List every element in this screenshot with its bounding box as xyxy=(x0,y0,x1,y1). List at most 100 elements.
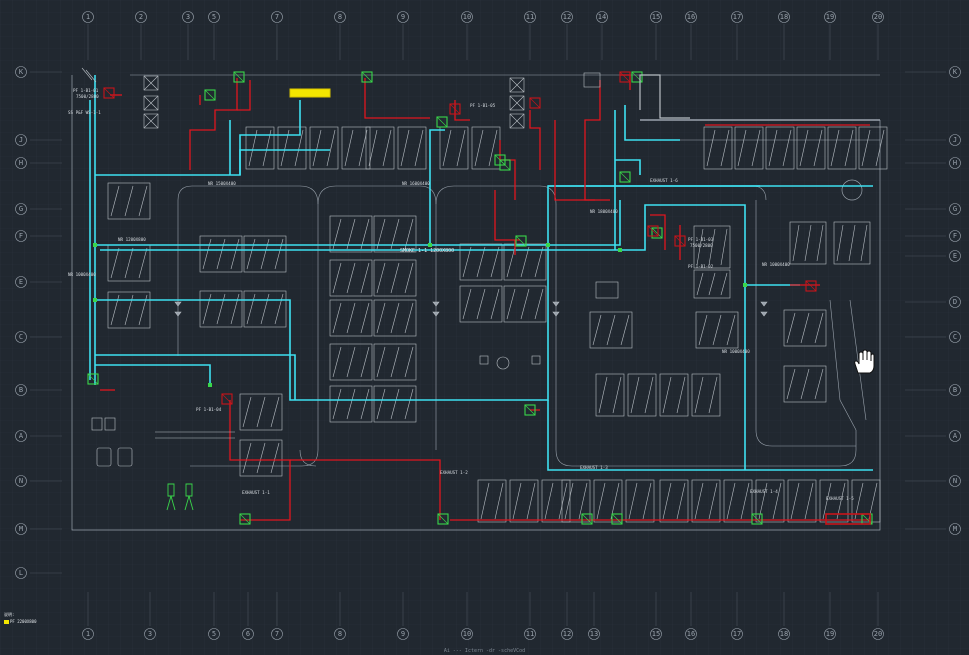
parking-stall xyxy=(755,479,785,523)
parking-stall xyxy=(239,393,283,431)
parking-stall xyxy=(245,126,275,170)
parking-stall xyxy=(329,215,373,253)
fan-unit xyxy=(437,513,449,525)
parking-stall xyxy=(541,479,571,523)
fan-unit xyxy=(436,116,448,128)
parking-stall xyxy=(819,479,849,523)
fan-unit-red xyxy=(674,235,686,247)
damper-marker xyxy=(93,298,97,302)
top-axis-bubble: 19 xyxy=(826,13,834,21)
top-axis-bubble: 2 xyxy=(139,13,143,21)
label-duct-right-1: NR 1000X400 xyxy=(762,262,790,267)
label-ahu-top: PF 1-B1-01 xyxy=(73,88,99,93)
fan-unit xyxy=(651,227,663,239)
left-row-bubble: B xyxy=(19,386,23,394)
fan-unit-red xyxy=(449,103,461,115)
label-exhaust-4: EXHAUST 1-4 xyxy=(750,489,778,494)
bottom-axis-bubble: 10 xyxy=(463,630,471,638)
parking-stall xyxy=(503,285,547,323)
bottom-axis-bubble: 20 xyxy=(874,630,882,638)
damper-marker xyxy=(428,243,432,247)
smoke-vent xyxy=(184,483,194,511)
left-row-bubble: A xyxy=(19,432,24,440)
bottom-axis-bubble: 6 xyxy=(246,630,250,638)
parking-stall xyxy=(693,225,731,269)
right-row-bubble: B xyxy=(953,386,957,394)
parking-stall xyxy=(329,385,373,423)
right-row-bubble: D xyxy=(953,298,957,306)
parking-stall xyxy=(827,126,857,170)
damper-marker xyxy=(618,248,622,252)
top-axis-bubble: 14 xyxy=(598,13,606,21)
label-duct-mid-5: NR 1800X400 xyxy=(590,209,618,214)
exhaust-hood xyxy=(825,513,871,525)
bottom-axis-bubble: 11 xyxy=(526,630,534,638)
parking-stall xyxy=(693,269,731,299)
legend-swatch xyxy=(4,620,9,624)
fan-unit xyxy=(751,513,763,525)
parking-stall xyxy=(765,126,795,170)
smoke-vent xyxy=(166,483,176,511)
left-row-bubble: N xyxy=(19,477,23,485)
parking-stall xyxy=(243,290,287,328)
bottom-axis-bubble: 16 xyxy=(687,630,695,638)
parking-stall xyxy=(789,221,827,265)
parking-stall xyxy=(459,243,503,281)
parking-stall xyxy=(243,235,287,273)
right-row-bubble: H xyxy=(953,159,957,167)
fan-unit-red xyxy=(805,280,817,292)
label-exhaust-1: EXHAUST 1-1 xyxy=(242,490,270,495)
left-row-bubble: F xyxy=(19,232,23,240)
status-bar: Ai --- Ictern -dr -scheVCod xyxy=(443,648,526,654)
parking-stall xyxy=(627,373,657,417)
parking-stall xyxy=(373,343,417,381)
top-axis-bubble: 12 xyxy=(563,13,571,21)
top-axis-bubble: 10 xyxy=(463,13,471,21)
label-duct-mid-2: NR 1600X400 xyxy=(402,181,430,186)
top-axis-bubble: 8 xyxy=(338,13,342,21)
top-axis-bubble: 5 xyxy=(212,13,216,21)
structural-symbols xyxy=(81,67,768,467)
fan-unit xyxy=(515,235,527,247)
parking-stall xyxy=(373,299,417,337)
top-axis-bubble: 11 xyxy=(526,13,534,21)
bottom-axis-bubble: 13 xyxy=(590,630,598,638)
top-axis-bubble: 20 xyxy=(874,13,882,21)
parking-stall xyxy=(277,126,307,170)
bottom-axis-bubble: 9 xyxy=(401,630,405,638)
label-duct-top-1: SS P&F WS-1-1 xyxy=(68,110,101,115)
left-row-bubble: M xyxy=(19,525,23,533)
parking-stall xyxy=(691,479,721,523)
parking-stall xyxy=(439,126,469,170)
left-row-bubble: L xyxy=(19,569,23,577)
fan-unit-red xyxy=(221,393,233,405)
bottom-axis-bubble: 5 xyxy=(212,630,216,638)
label-exhaust-5: EXHAUST 1-5 xyxy=(826,496,854,501)
right-row-bubble: J xyxy=(953,136,957,144)
damper-marker xyxy=(208,383,212,387)
label-center-note: SMOKE 1-1 1200X800 xyxy=(400,248,454,254)
bottom-axis-bubble: 12 xyxy=(563,630,571,638)
fan-unit-red xyxy=(529,97,541,109)
parking-stall xyxy=(329,343,373,381)
label-duct-mid-1: NR 1500X400 xyxy=(208,181,236,186)
building-structure xyxy=(71,74,881,531)
parking-stall xyxy=(239,439,283,477)
parking-stall xyxy=(858,126,888,170)
label-ahu-top-spec: 7500/2800 xyxy=(76,94,99,99)
label-exhaust-2: EXHAUST 1-2 xyxy=(440,470,468,475)
fan-unit xyxy=(233,71,245,83)
top-axis-bubble: 18 xyxy=(780,13,788,21)
fan-unit xyxy=(499,159,511,171)
parking-stalls xyxy=(107,126,888,523)
bottom-axis-bubble: 1 xyxy=(86,630,90,638)
fan-unit xyxy=(361,71,373,83)
parking-stall xyxy=(329,259,373,297)
parking-stall xyxy=(783,365,827,403)
fan-unit xyxy=(87,373,99,385)
label-fan-right-2: PF 1-B1-02 xyxy=(688,264,714,269)
parking-stall xyxy=(561,479,591,523)
parking-stall xyxy=(509,479,539,523)
